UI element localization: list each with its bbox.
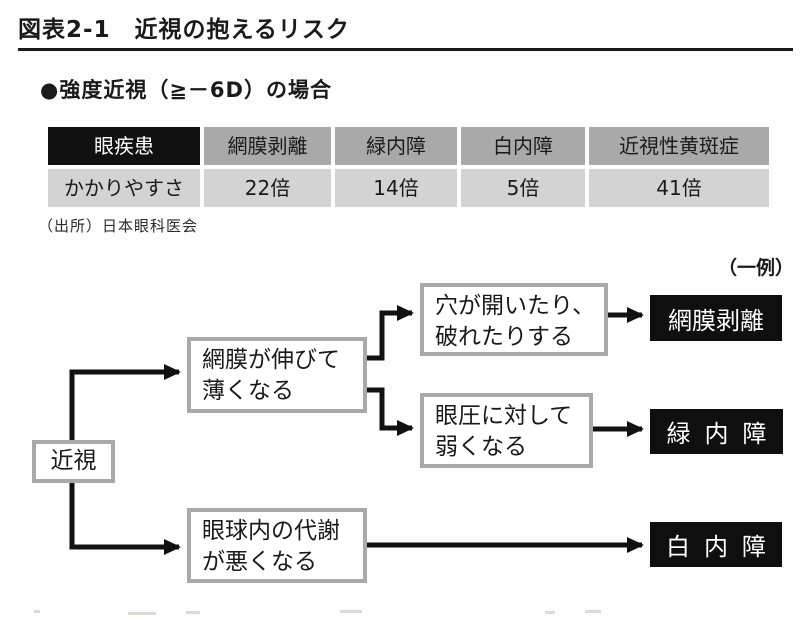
outcome-retinal-detachment: 網膜剥離 [650,295,782,341]
table-header-myopic-maculopathy: 近視性黄斑症 [589,127,769,165]
table-value-retinal-detachment: 22倍 [204,169,331,207]
cropped-text-artifact [585,610,601,613]
cropped-text-artifact [340,610,362,613]
figure-title: 図表2-1 近視の抱えるリスク [18,17,350,43]
node-retina-stretches-thins: 網膜が伸びて 薄くなる [187,337,367,413]
node-weak-against-eye-pressure: 眼圧に対して 弱くなる [420,393,593,468]
title-underline [18,48,793,51]
table-value-cataract: 5倍 [461,169,585,207]
table-header-retinal-detachment: 網膜剥離 [204,127,331,165]
cropped-text-artifact [545,611,555,614]
outcome-cataract: 白内障 [650,522,782,567]
table-header-cataract: 白内障 [461,127,585,165]
table-row-label: かかりやすさ [48,169,200,207]
node-holes-or-tears: 穴が開いたり、 破れたりする [420,283,608,356]
cropped-text-artifact [34,610,40,613]
section-heading: ●強度近視（≧－6D）の場合 [40,78,332,102]
cropped-text-artifact [128,612,156,615]
outcome-glaucoma: 緑内障 [650,409,783,454]
table-value-myopic-maculopathy: 41倍 [589,169,769,207]
node-eyeball-metabolism-worsens: 眼球内の代謝 が悪くなる [187,508,367,583]
source-note: （出所）日本眼科医会 [38,217,199,235]
risk-table: 眼疾患 網膜剥離 緑内障 白内障 近視性黄斑症 かかりやすさ 22倍 14倍 5… [48,127,769,207]
cropped-text-artifact [186,611,200,614]
example-label: （一例） [718,257,795,279]
table-corner-header: 眼疾患 [48,127,200,165]
table-header-glaucoma: 緑内障 [335,127,457,165]
node-myopia: 近視 [32,440,115,483]
table-value-glaucoma: 14倍 [335,169,457,207]
